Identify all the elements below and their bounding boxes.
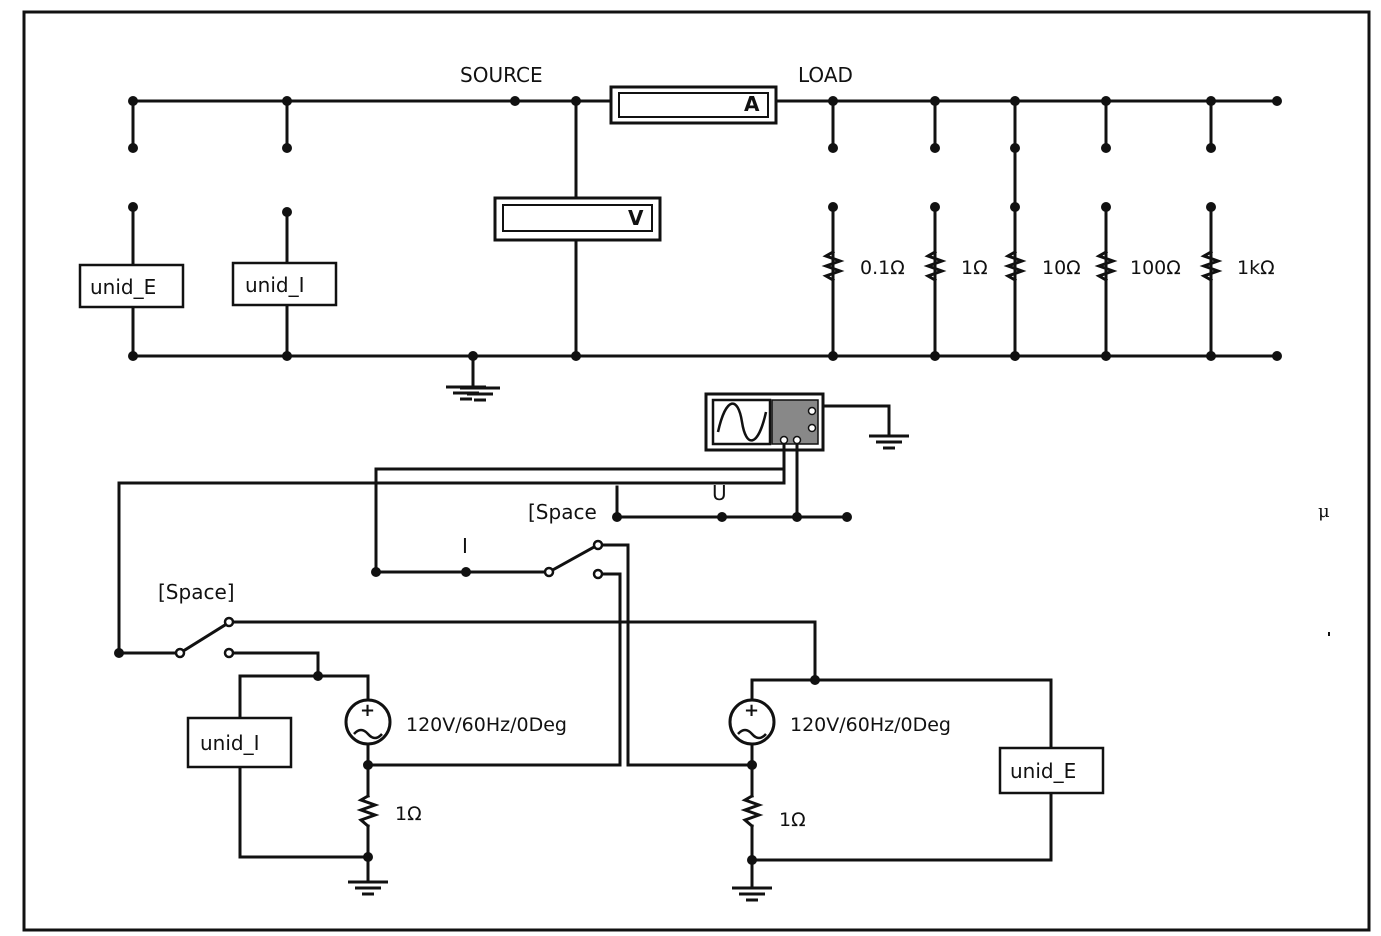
unid-e-top-box[interactable]: unid_E <box>78 263 185 309</box>
unid-e-bottom-label: unid_E <box>1010 759 1076 783</box>
top-circuit: A V unid_E unid_I SOURCE LOAD 0.1Ω 1Ω 10… <box>78 63 1282 402</box>
unid-i-top-label: unid_I <box>245 273 305 297</box>
diagram-frame <box>22 10 1371 932</box>
resistor-right-label: 1Ω <box>779 809 806 831</box>
unid-i-bottom-label: unid_I <box>200 731 260 755</box>
unid-e-top-label: unid_E <box>90 275 156 299</box>
load-label: LOAD <box>798 63 853 87</box>
ac-source-left-icon: + <box>344 698 392 746</box>
u-label: U <box>712 481 727 505</box>
svg-text:+: + <box>360 700 375 721</box>
margin-mu-label: μ <box>1318 501 1330 522</box>
unid-i-top-box[interactable]: unid_I <box>231 261 338 307</box>
resistor-10ohm-icon <box>1003 249 1027 283</box>
voltmeter-label: V <box>628 206 644 230</box>
voltmeter[interactable]: V <box>493 196 662 242</box>
space-switch-left-label: [Space] <box>158 580 235 604</box>
load-label-1: 1Ω <box>961 257 988 279</box>
ammeter-label: A <box>744 92 760 116</box>
source-left-label: 120V/60Hz/0Deg <box>406 714 567 736</box>
svg-text:+: + <box>744 700 759 721</box>
load-label-3: 100Ω <box>1130 257 1181 279</box>
sine-wave-icon <box>716 402 768 442</box>
i-label: I <box>462 534 468 558</box>
resistor-left-label: 1Ω <box>395 803 422 825</box>
bottom-circuit: + + unid_I unid_E <box>114 443 1105 902</box>
ac-source-right-icon: + <box>728 698 776 746</box>
oscilloscope-screen <box>711 398 772 446</box>
resistor-1kohm-icon <box>1199 249 1223 283</box>
source-label: SOURCE <box>460 63 543 87</box>
load-label-4: 1kΩ <box>1237 257 1275 279</box>
resistor-1ohm-icon <box>923 249 947 283</box>
resistor-right-icon <box>740 793 764 829</box>
ammeter[interactable]: A <box>609 85 778 125</box>
unid-e-bottom-box[interactable]: unid_E <box>998 746 1105 795</box>
oscilloscope[interactable] <box>704 392 825 452</box>
unid-i-bottom-box[interactable]: unid_I <box>186 716 293 769</box>
margin-speck <box>1328 632 1330 636</box>
source-right-label: 120V/60Hz/0Deg <box>790 714 951 736</box>
resistor-100ohm-icon <box>1094 249 1118 283</box>
load-label-2: 10Ω <box>1042 257 1081 279</box>
space-switch-top-label: [Space <box>528 500 597 524</box>
resistor-left-icon <box>356 793 380 829</box>
resistor-0.1ohm-icon <box>821 249 845 283</box>
load-label-0: 0.1Ω <box>860 257 905 279</box>
